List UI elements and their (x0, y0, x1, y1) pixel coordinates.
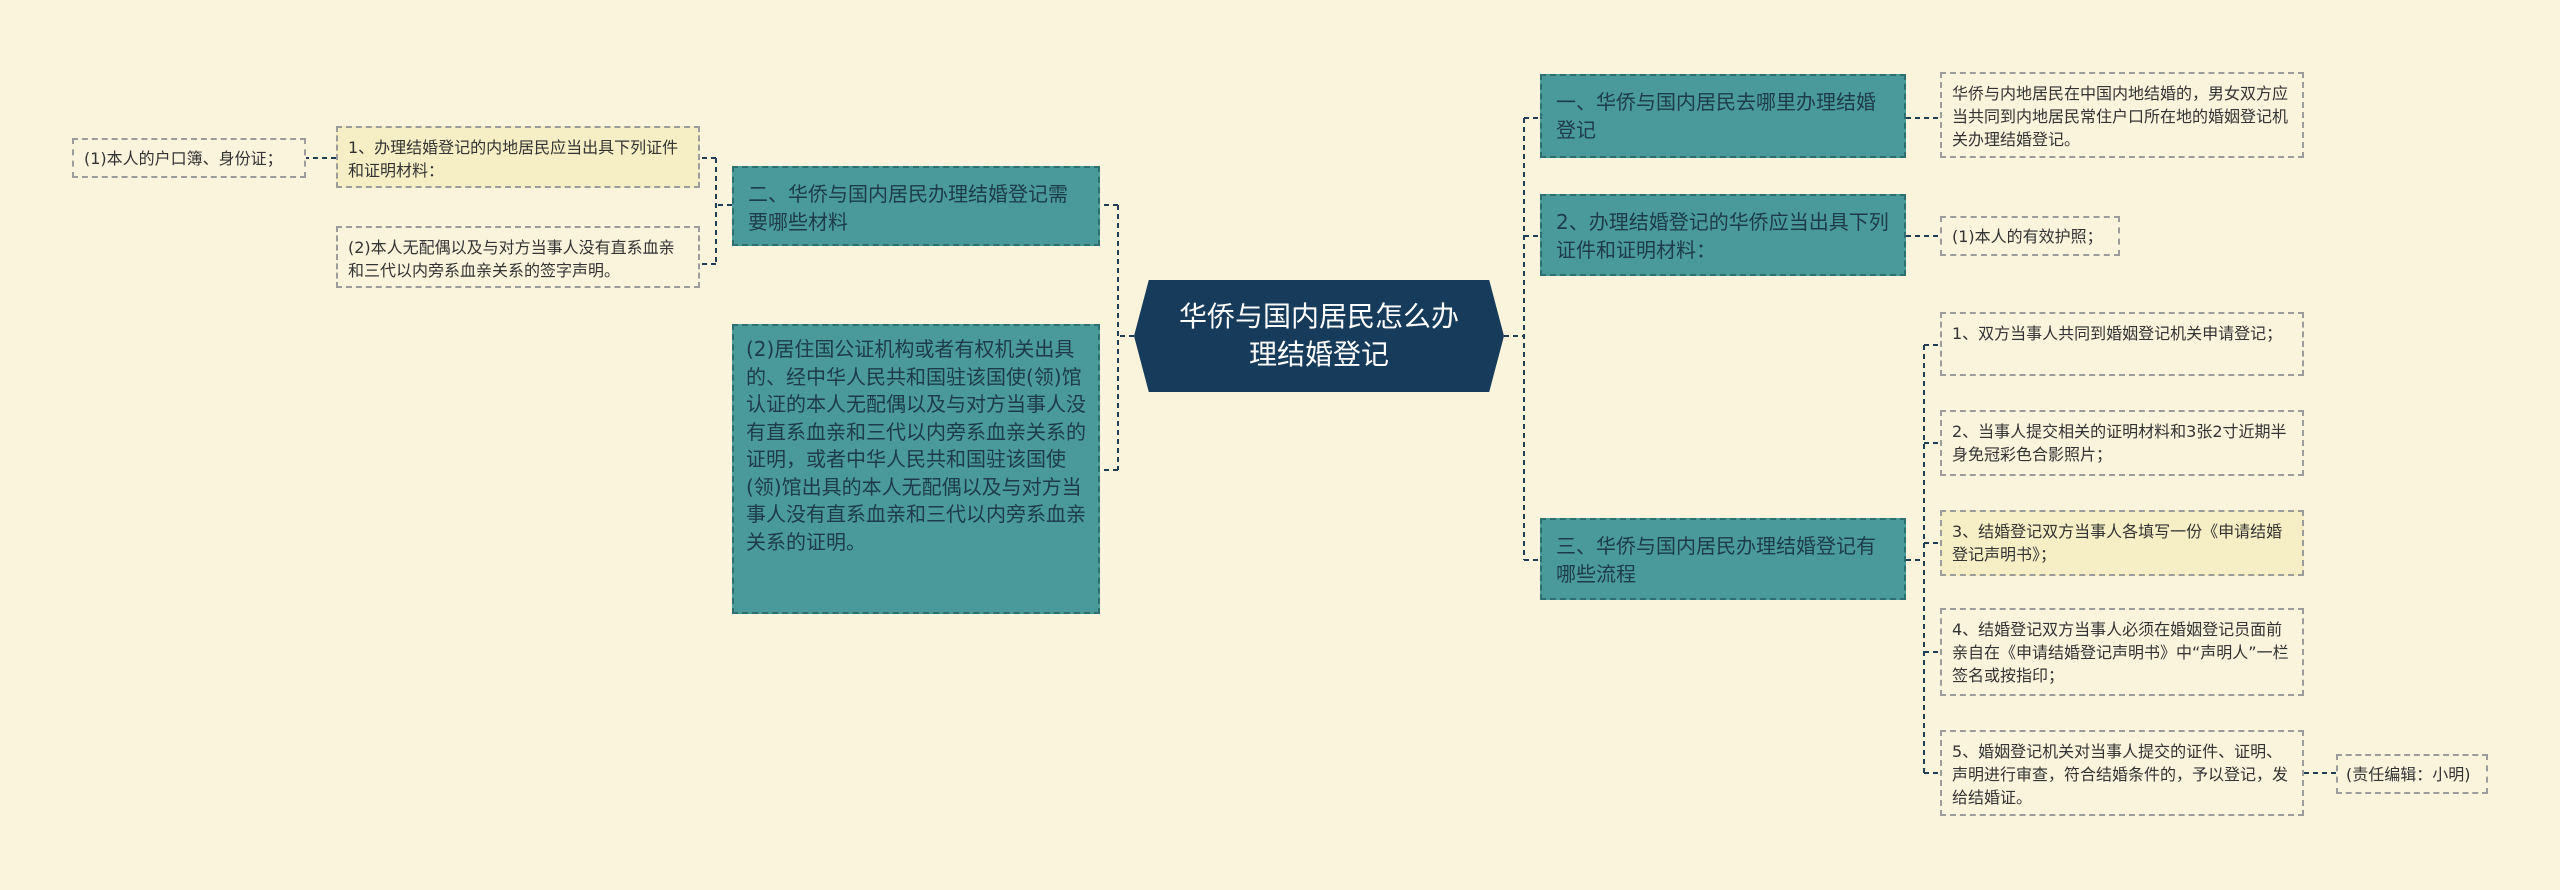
step-5-node[interactable]: 5、婚姻登记机关对当事人提交的证件、证明、声明进行审查，符合结婚条件的，予以登记… (1940, 730, 2304, 816)
step-1-text: 1、双方当事人共同到婚姻登记机关申请登记； (1952, 324, 2283, 343)
materials-intro-node[interactable]: 1、办理结婚登记的内地居民应当出具下列证件和证明材料： (336, 126, 700, 188)
overseas-proof-node[interactable]: (2)居住国公证机构或者有权机关出具的、经中华人民共和国驻该国使(领)馆认证的本… (732, 324, 1100, 614)
editor-text: (责任编辑：小明) (2346, 765, 2471, 784)
hukou-text: (1)本人的户口簿、身份证； (84, 149, 283, 168)
step-4-text: 4、结婚登记双方当事人必须在婚姻登记员面前亲自在《申请结婚登记声明书》中“声明人… (1952, 620, 2289, 685)
section-materials-title: 二、华侨与国内居民办理结婚登记需要哪些材料 (748, 182, 1068, 234)
step-1-node[interactable]: 1、双方当事人共同到婚姻登记机关申请登记； (1940, 312, 2304, 376)
step-5-text: 5、婚姻登记机关对当事人提交的证件、证明、声明进行审查，符合结婚条件的，予以登记… (1952, 742, 2289, 807)
section-docs-title: 2、办理结婚登记的华侨应当出具下列证件和证明材料： (1556, 210, 1889, 262)
section-where[interactable]: 一、华侨与国内居民去哪里办理结婚登记 (1540, 74, 1906, 158)
root-title: 华侨与国内居民怎么办理结婚登记 (1178, 300, 1459, 371)
where-detail-text: 华侨与内地居民在中国内地结婚的，男女双方应当共同到内地居民常住户口所在地的婚姻登… (1952, 84, 2289, 149)
no-spouse-node[interactable]: (2)本人无配偶以及与对方当事人没有直系血亲和三代以内旁系血亲关系的签字声明。 (336, 226, 700, 288)
step-2-text: 2、当事人提交相关的证明材料和3张2寸近期半身免冠彩色合影照片； (1952, 422, 2287, 464)
passport-text: (1)本人的有效护照； (1952, 227, 2103, 246)
section-docs[interactable]: 2、办理结婚登记的华侨应当出具下列证件和证明材料： (1540, 194, 1906, 276)
step-3-text: 3、结婚登记双方当事人各填写一份《申请结婚登记声明书》； (1952, 522, 2283, 564)
no-spouse-text: (2)本人无配偶以及与对方当事人没有直系血亲和三代以内旁系血亲关系的签字声明。 (348, 238, 675, 280)
step-4-node[interactable]: 4、结婚登记双方当事人必须在婚姻登记员面前亲自在《申请结婚登记声明书》中“声明人… (1940, 608, 2304, 696)
editor-node[interactable]: (责任编辑：小明) (2336, 754, 2488, 794)
connector-materials-spine (715, 158, 732, 264)
step-3-node[interactable]: 3、结婚登记双方当事人各填写一份《申请结婚登记声明书》； (1940, 510, 2304, 576)
connector-process-spine (1906, 345, 1925, 773)
section-where-title: 一、华侨与国内居民去哪里办理结婚登记 (1556, 90, 1876, 142)
root-topic[interactable]: 华侨与国内居民怎么办理结婚登记 (1134, 280, 1504, 392)
hukou-node[interactable]: (1)本人的户口簿、身份证； (72, 138, 306, 178)
where-detail-node[interactable]: 华侨与内地居民在中国内地结婚的，男女双方应当共同到内地居民常住户口所在地的婚姻登… (1940, 72, 2304, 158)
section-process-title: 三、华侨与国内居民办理结婚登记有哪些流程 (1556, 534, 1876, 586)
section-materials[interactable]: 二、华侨与国内居民办理结婚登记需要哪些材料 (732, 166, 1100, 246)
overseas-proof-text: (2)居住国公证机构或者有权机关出具的、经中华人民共和国驻该国使(领)馆认证的本… (746, 337, 1086, 554)
materials-intro-text: 1、办理结婚登记的内地居民应当出具下列证件和证明材料： (348, 138, 679, 180)
passport-node[interactable]: (1)本人的有效护照； (1940, 216, 2120, 256)
section-process[interactable]: 三、华侨与国内居民办理结婚登记有哪些流程 (1540, 518, 1906, 600)
step-2-node[interactable]: 2、当事人提交相关的证明材料和3张2寸近期半身免冠彩色合影照片； (1940, 410, 2304, 476)
